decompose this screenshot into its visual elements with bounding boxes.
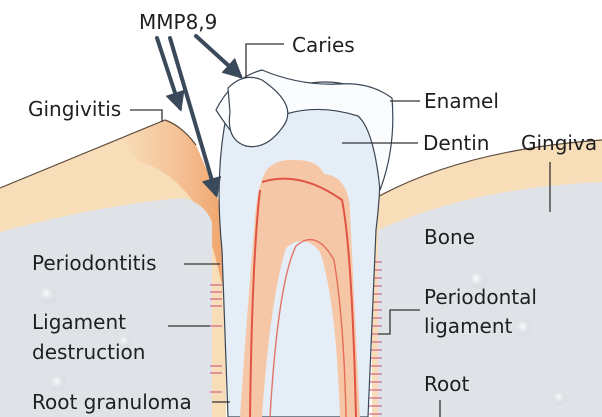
bone-bubble <box>50 375 66 391</box>
bone-bubble <box>39 286 57 304</box>
gingiva-label: Gingiva <box>521 131 597 155</box>
bone-bubble <box>516 320 532 336</box>
periodontitis-label: Periodontitis <box>32 251 157 275</box>
root-label: Root <box>424 372 469 396</box>
periodontal-ligament-label-line1: Periodontal <box>424 285 537 309</box>
left-alveolar-bone <box>0 198 212 417</box>
mmp-label: MMP8,9 <box>139 10 217 34</box>
bone-bubble <box>553 391 567 405</box>
ligament-destruction-label-line1: Ligament <box>32 310 126 334</box>
periodontal-ligament-label-line2: ligament <box>424 314 513 338</box>
caries-label: Caries <box>292 33 355 57</box>
gingivitis-leader <box>130 110 162 122</box>
mmp-arrow-caries <box>196 36 240 76</box>
ligament-destruction-label-line2: destruction <box>32 340 145 364</box>
enamel-label: Enamel <box>424 89 499 113</box>
gingivitis-label: Gingivitis <box>28 97 121 121</box>
root-granuloma-label: Root granuloma <box>32 390 192 414</box>
bone-label: Bone <box>424 225 475 249</box>
mmp-arrow-gingivitis <box>157 38 180 108</box>
dentin-label: Dentin <box>423 131 489 155</box>
